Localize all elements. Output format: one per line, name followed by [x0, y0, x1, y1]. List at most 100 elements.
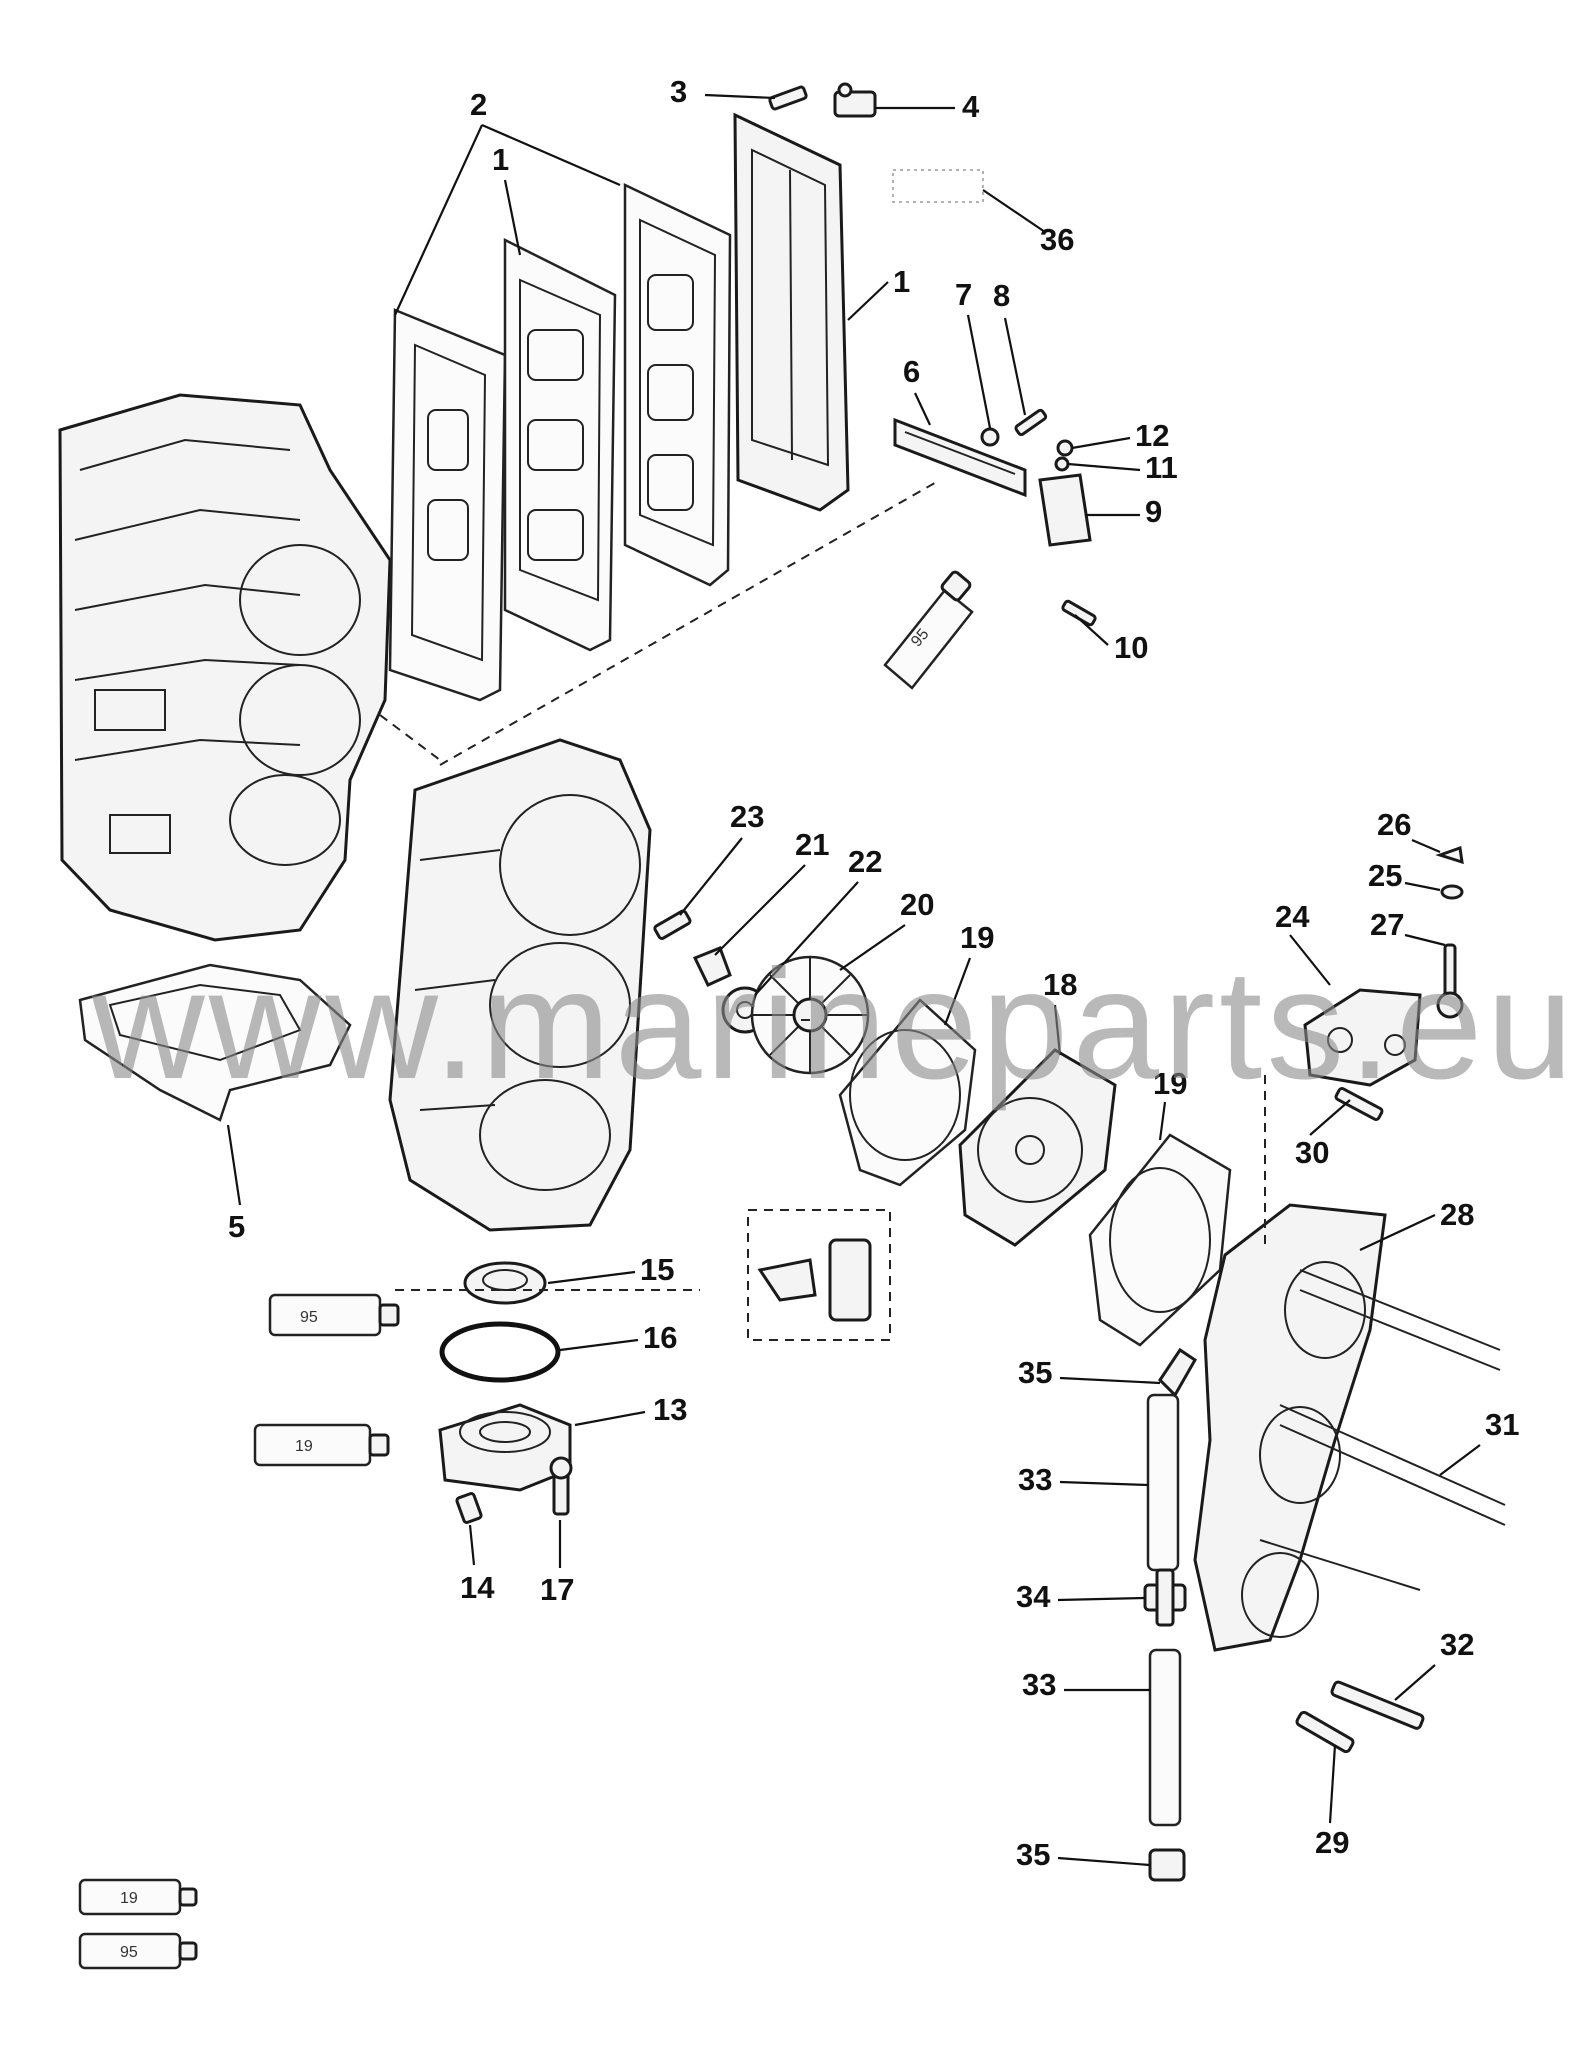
anode-6 — [893, 417, 1027, 498]
leader-line-19 — [943, 957, 972, 1026]
screw-17 — [549, 1456, 573, 1516]
leader-line-19 — [1158, 1101, 1167, 1141]
callout-28: 28 — [1440, 1197, 1474, 1232]
tube-label: 19 — [120, 1890, 138, 1907]
callout-23: 23 — [730, 799, 764, 834]
callout-19: 19 — [1153, 1066, 1187, 1101]
washer-11 — [1054, 456, 1070, 472]
fitting-4 — [833, 82, 877, 118]
callout-6: 6 — [903, 354, 920, 389]
leader-line-16 — [559, 1338, 639, 1352]
callout-24: 24 — [1275, 899, 1310, 934]
callout-25: 25 — [1368, 858, 1402, 893]
washer-25 — [1440, 884, 1464, 900]
callout-32: 32 — [1440, 1627, 1474, 1662]
callout-13: 13 — [653, 1392, 687, 1427]
o-ring-16 — [439, 1321, 561, 1383]
legend-tube-19: 19 — [78, 1878, 198, 1916]
alignment-line — [379, 479, 941, 767]
bracket-24 — [1303, 988, 1422, 1087]
leader-line-33 — [1059, 1480, 1149, 1487]
leader-line-28 — [1359, 1214, 1436, 1251]
leader-line-31 — [1439, 1444, 1481, 1476]
plate-18 — [958, 1048, 1117, 1247]
watermark: www.marineparts.eu — [91, 938, 1577, 1112]
callout-35: 35 — [1018, 1355, 1052, 1390]
leader-line-32 — [1394, 1664, 1436, 1701]
leader-line-23 — [679, 837, 743, 916]
leader-line-13 — [574, 1410, 646, 1427]
callout-9: 9 — [1145, 494, 1162, 529]
callout-12: 12 — [1135, 418, 1169, 453]
callout-36: 36 — [1040, 222, 1074, 257]
hose-33-upper — [1146, 1393, 1180, 1572]
callout-16: 16 — [643, 1320, 677, 1355]
bolt-29 — [1295, 1710, 1355, 1754]
leader-line-22 — [754, 881, 859, 996]
callout-5: 5 — [228, 1209, 245, 1244]
leader-line-12 — [1071, 436, 1131, 450]
seal-15 — [463, 1261, 547, 1305]
bolt-3 — [768, 85, 808, 111]
callout-34: 34 — [1016, 1579, 1051, 1614]
leader-line-11 — [1067, 462, 1141, 472]
gasket-19a — [838, 998, 977, 1187]
callout-26: 26 — [1377, 807, 1411, 842]
seal-detail-box — [747, 1209, 891, 1341]
leader-line-14 — [468, 1524, 476, 1566]
callout-17: 17 — [540, 1572, 574, 1607]
leader-line-1 — [847, 281, 889, 321]
callout-10: 10 — [1114, 630, 1148, 665]
tube-label: 95 — [120, 1944, 138, 1961]
callout-1: 1 — [893, 264, 910, 299]
impeller-20 — [750, 955, 870, 1075]
tube-label: 95 — [300, 1309, 318, 1326]
leader-line-35 — [1057, 1856, 1151, 1867]
legend-tube-95: 95 — [78, 1932, 198, 1970]
leader-line-20 — [839, 924, 906, 971]
leader-line-7 — [966, 314, 992, 429]
screw-23 — [653, 909, 692, 940]
leader-line-2 — [481, 123, 621, 187]
leader-line-36 — [982, 189, 1046, 233]
callout-14: 14 — [460, 1570, 495, 1605]
leader-line-26 — [1411, 838, 1441, 854]
leader-line-24 — [1289, 934, 1331, 986]
leader-line-27 — [1404, 933, 1446, 947]
leader-line-5 — [226, 1124, 242, 1206]
leader-line-15 — [547, 1270, 636, 1285]
bracket-9 — [1038, 473, 1092, 547]
callout-30: 30 — [1295, 1135, 1329, 1170]
leader-line-34 — [1057, 1596, 1146, 1602]
callout-8: 8 — [993, 278, 1010, 313]
callout-15: 15 — [640, 1252, 674, 1287]
crankcase-cover — [388, 738, 652, 1232]
leader-line-35 — [1059, 1376, 1161, 1385]
callout-19: 19 — [960, 920, 994, 955]
callout-4: 4 — [962, 89, 980, 124]
pin-26 — [1435, 845, 1464, 865]
divider-plate-1 — [503, 237, 617, 652]
callout-21: 21 — [795, 827, 829, 862]
fitting-35-upper — [1158, 1347, 1197, 1398]
exhaust-gasket-2b — [623, 183, 732, 587]
bolt-32 — [1330, 1680, 1425, 1730]
intake-manifold-28 — [1193, 1203, 1506, 1652]
tee-34 — [1143, 1568, 1187, 1627]
part-36-outline — [892, 169, 984, 203]
callout-20: 20 — [900, 887, 934, 922]
gasket-5 — [78, 963, 352, 1122]
leader-line-2 — [393, 124, 484, 316]
leader-line-10 — [1074, 614, 1109, 646]
screw-10 — [1061, 599, 1097, 627]
fitting-35-lower — [1148, 1848, 1186, 1882]
callout-11: 11 — [1145, 450, 1178, 485]
screw-12 — [1056, 439, 1074, 457]
screw-7 — [980, 427, 1000, 447]
gasket-19b — [1088, 1133, 1232, 1347]
leader-line-21 — [714, 864, 806, 956]
callout-2: 2 — [470, 87, 487, 122]
fitting-14 — [455, 1492, 483, 1524]
key-21 — [692, 946, 732, 987]
